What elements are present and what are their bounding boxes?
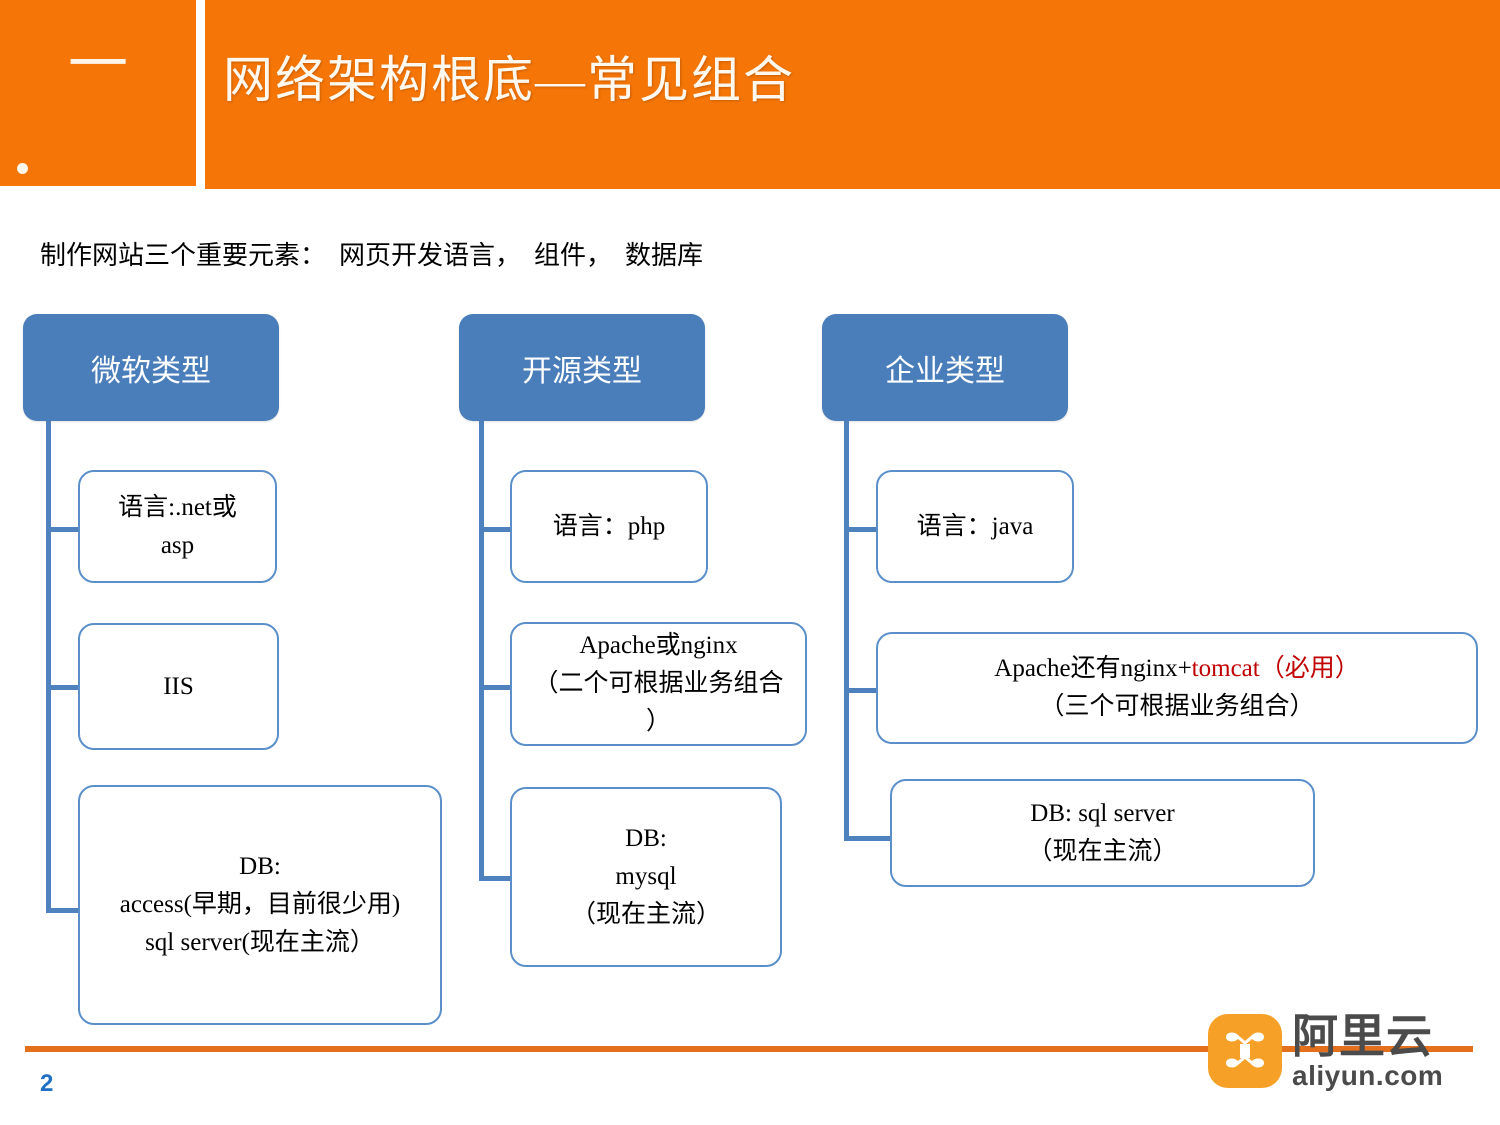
aliyun-name-cn: 阿里云 (1292, 1010, 1433, 1062)
node-2-2[interactable]: Apache或nginx （二个可根据业务组合 ） (510, 622, 807, 746)
node-3-2[interactable]: Apache还有nginx+tomcat（必用） （三个可根据业务组合） (876, 632, 1478, 744)
section-number: 一 (68, 32, 128, 98)
connector-branch-2-1 (479, 527, 513, 532)
node-1-2[interactable]: IIS (78, 623, 279, 750)
group-header-2[interactable]: 开源类型 (459, 314, 705, 421)
page-title: 网络架构根底—常见组合 (223, 52, 795, 108)
bullet-dot-icon (17, 163, 28, 174)
connector-branch-1-1 (46, 527, 80, 532)
connector-branch-3-2 (844, 688, 878, 693)
connector-branch-1-3 (46, 908, 80, 913)
node-label-part-1: Apache还有nginx+ (994, 655, 1192, 682)
node-2-1[interactable]: 语言：php (510, 470, 708, 583)
connector-trunk-3 (844, 421, 849, 841)
node-label: Apache还有nginx+tomcat（必用） （三个可根据业务组合） (994, 650, 1359, 726)
node-label: DB: access(早期，目前很少用) sql server(现在主流） (119, 853, 401, 956)
aliyun-name-en: aliyun.com (1292, 1060, 1444, 1091)
group-header-label: 开源类型 (522, 354, 642, 388)
node-label: IIS (163, 672, 194, 700)
node-label-part-2: （三个可根据业务组合） (1039, 693, 1315, 720)
footer-divider (25, 1046, 1473, 1052)
group-header-label: 企业类型 (885, 354, 1005, 388)
page-number: 2 (40, 1070, 54, 1097)
header-title-box: 网络架构根底—常见组合 (205, 0, 1500, 189)
node-label: 语言:.net或 asp (118, 493, 237, 559)
connector-branch-3-3 (844, 836, 898, 841)
node-label-accent: tomcat（必用） (1191, 655, 1360, 682)
connector-branch-1-2 (46, 685, 80, 690)
node-2-3[interactable]: DB: mysql （现在主流） (510, 787, 782, 967)
node-1-3[interactable]: DB: access(早期，目前很少用) sql server(现在主流） (78, 785, 442, 1025)
node-label: DB: sql server （现在主流） (1027, 800, 1178, 865)
group-header-1[interactable]: 微软类型 (23, 314, 279, 421)
aliyun-cloud-mark-icon (1208, 1014, 1282, 1088)
subtitle-text: 制作网站三个重要元素： 网页开发语言， 组件， 数据库 (40, 241, 704, 270)
aliyun-logo: 阿里云 aliyun.com (1208, 1008, 1488, 1100)
node-1-1[interactable]: 语言:.net或 asp (78, 470, 277, 583)
connector-branch-2-3 (479, 876, 513, 881)
connector-branch-3-1 (844, 527, 878, 532)
node-label: 语言：java (916, 512, 1034, 540)
connector-branch-2-2 (479, 685, 513, 690)
node-3-3[interactable]: DB: sql server （现在主流） (890, 779, 1315, 887)
node-label: 语言：php (552, 512, 666, 540)
node-label: DB: mysql （现在主流） (570, 825, 721, 928)
group-header-label: 微软类型 (91, 354, 211, 388)
connector-trunk-1 (46, 421, 51, 913)
header-banner: 一 网络架构根底—常见组合 (0, 0, 1500, 189)
node-3-1[interactable]: 语言：java (876, 470, 1074, 583)
connector-trunk-2 (479, 421, 484, 881)
header-number-box: 一 (0, 0, 196, 186)
group-header-3[interactable]: 企业类型 (822, 314, 1068, 421)
node-label: Apache或nginx （二个可根据业务组合 ） (533, 632, 784, 735)
